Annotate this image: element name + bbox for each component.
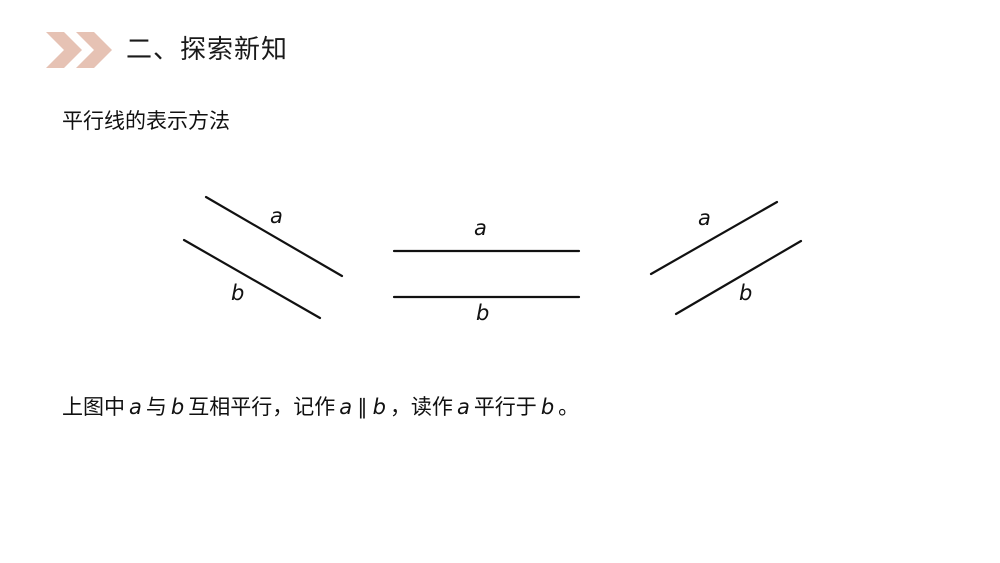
figure-1-label-a: a bbox=[270, 204, 283, 228]
var-a: a bbox=[339, 395, 353, 419]
var-b: b bbox=[372, 395, 386, 419]
line-a bbox=[204, 195, 344, 278]
caption-text: 与 bbox=[145, 395, 167, 419]
figure-ascending bbox=[649, 200, 803, 316]
figure-2-label-a: a bbox=[474, 216, 487, 240]
figure-horizontal bbox=[392, 249, 581, 299]
double-chevron-right-icon bbox=[46, 32, 112, 68]
caption-text: ，读作 bbox=[389, 395, 453, 419]
line-a bbox=[649, 200, 779, 276]
caption-text: 互相平行，记作 bbox=[188, 395, 336, 419]
parallel-symbol: ∥ bbox=[357, 395, 368, 419]
figure-3-label-b: b bbox=[739, 281, 752, 305]
subtitle: 平行线的表示方法 bbox=[62, 109, 230, 133]
figure-3-label-a: a bbox=[698, 206, 711, 230]
line-b bbox=[182, 238, 322, 320]
figure-1-label-b: b bbox=[231, 281, 244, 305]
var-b: b bbox=[170, 395, 185, 419]
figure-descending bbox=[182, 195, 344, 320]
caption-text: 平行于 bbox=[473, 395, 537, 419]
caption-text: 上图中 bbox=[62, 395, 125, 419]
line-b bbox=[674, 239, 803, 316]
var-a: a bbox=[129, 395, 142, 419]
figure-2-label-b: b bbox=[476, 301, 489, 325]
section-title: 二、探索新知 bbox=[126, 35, 289, 65]
caption-text: 。 bbox=[558, 395, 580, 419]
var-b: b bbox=[540, 395, 555, 419]
var-a: a bbox=[456, 395, 470, 419]
